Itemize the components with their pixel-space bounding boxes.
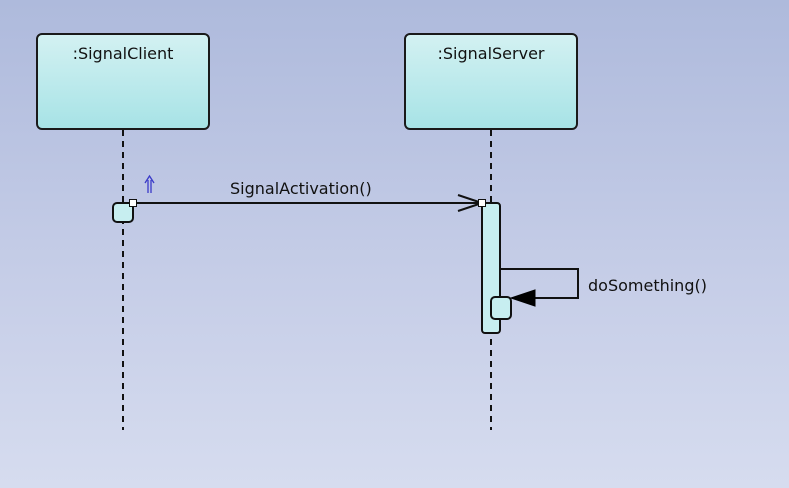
lifeline-name: :SignalServer	[437, 44, 545, 63]
message-label-signal-activation[interactable]: SignalActivation()	[230, 179, 372, 198]
self-call-activation-bar[interactable]	[490, 296, 512, 320]
lifeline-head-signal-server[interactable]: :SignalServer	[404, 33, 578, 130]
lifeline-head-signal-client[interactable]: :SignalClient	[36, 33, 210, 130]
do-something-message-line[interactable]	[500, 268, 579, 299]
upward-arrow-icon	[144, 174, 155, 193]
message-source-handle[interactable]	[129, 199, 137, 207]
message-label-do-something[interactable]: doSomething()	[588, 276, 707, 295]
filled-arrowhead-icon	[509, 289, 536, 307]
message-target-handle[interactable]	[478, 199, 486, 207]
client-activation-bar[interactable]	[112, 202, 134, 223]
lifeline-name: :SignalClient	[72, 44, 174, 63]
